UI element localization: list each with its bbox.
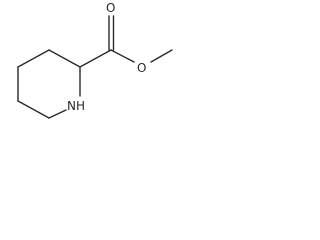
ring-bond-c3-c4 (17, 49, 50, 68)
piperidine-ring (17, 49, 81, 119)
ring-nitrogen-label: NH (67, 99, 85, 113)
ring-bond-c6-n1 (48, 109, 67, 119)
bond-ester-oxygen-methyl (150, 49, 173, 63)
carbonyl-oxygen-label: O (106, 1, 115, 15)
methyl-ester-group (79, 15, 173, 68)
bond-c2-carbonyl (79, 49, 112, 68)
ester-oxygen-label: O (137, 61, 146, 75)
structure-diagram: NH O O (17, 1, 173, 119)
ring-bond-c2-c3 (48, 49, 81, 68)
bond-carbonyl-ester-oxygen (110, 49, 135, 63)
ring-bond-c5-c6 (17, 100, 50, 119)
